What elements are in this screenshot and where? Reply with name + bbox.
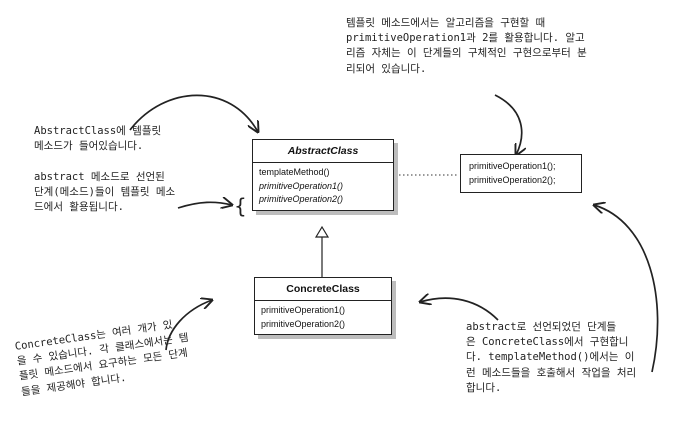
abstract-class-box: AbstractClass templateMethod() primitive… [252,139,394,211]
method-primitive-2: primitiveOperation2() [259,194,344,204]
note-bottom-right: abstract로 선언되었던 단계들 은 ConcreteClass에서 구현… [466,321,637,394]
concrete-class-box: ConcreteClass primitiveOperation1() prim… [254,277,392,335]
left-brace: { [234,194,247,218]
concrete-class-methods: primitiveOperation1() primitiveOperation… [255,301,391,334]
method-primitive-1: primitiveOperation1() [259,180,344,191]
note-left-2: abstract 메소드로 선언된 단계(메소드)들이 템플릿 메소 드에서 활… [34,171,176,214]
arrow-to-callout [494,94,522,155]
note-left-1: AbstractClass에 템플릿 메소드가 들어있습니다. [34,125,162,153]
arrow-to-abstract-title [129,94,258,132]
method-primitive-1: primitiveOperation1() [261,305,346,315]
arrow-to-callout-right [594,205,659,373]
arrow-to-abstract-methods [177,202,232,208]
callout-box: primitiveOperation1(); primitiveOperatio… [460,154,582,193]
arrow-to-concrete-right [420,298,499,321]
inheritance-triangle [314,225,330,238]
abstract-class-methods: templateMethod() primitiveOperation1() p… [253,163,393,210]
abstract-class-title: AbstractClass [253,140,393,163]
arrow-to-concrete [165,300,212,351]
method-primitive-2: primitiveOperation2() [261,318,346,329]
callout-line-1: primitiveOperation1(); [469,161,556,171]
concrete-class-title: ConcreteClass [255,278,391,301]
callout-line-2: primitiveOperation2(); [469,174,556,185]
method-template: templateMethod() [259,167,330,177]
note-top-right: 템플릿 메소드에서는 알고리즘을 구현할 때 primitiveOperatio… [346,17,587,75]
callout-lines: primitiveOperation1(); primitiveOperatio… [461,155,581,192]
